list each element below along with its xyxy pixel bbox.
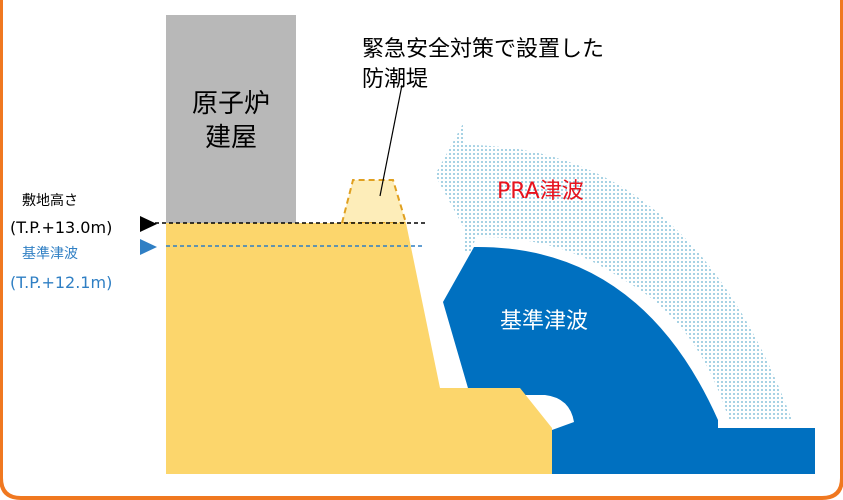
design-basis-tsunami-wave [443,246,815,474]
seawall-callout-line2: 防潮堤 [362,67,428,92]
seawall-callout-line1: 緊急安全対策で設置した [362,37,604,62]
site-grade-marker-icon [140,216,157,232]
seawall [340,179,408,224]
pra-tsunami-label: PRA津波 [497,179,584,204]
site-grade-value: (T.P.+13.0m) [10,218,112,237]
basis-tsunami-level-value: (T.P.+12.1m) [10,273,112,292]
basis-tsunami-marker-icon [140,239,157,255]
reactor-building [166,15,296,223]
ground [166,223,552,474]
seawall-callout-line [379,84,403,197]
design-basis-tsunami-label: 基準津波 [500,309,588,334]
basis-tsunami-level-label: 基準津波 [22,245,78,262]
reactor-building-label-line2: 建屋 [205,123,257,153]
site-grade-label: 敷地高さ [22,192,78,209]
reactor-building-label-line1: 原子炉 [192,89,270,119]
pra-tsunami-arrow [435,120,792,420]
